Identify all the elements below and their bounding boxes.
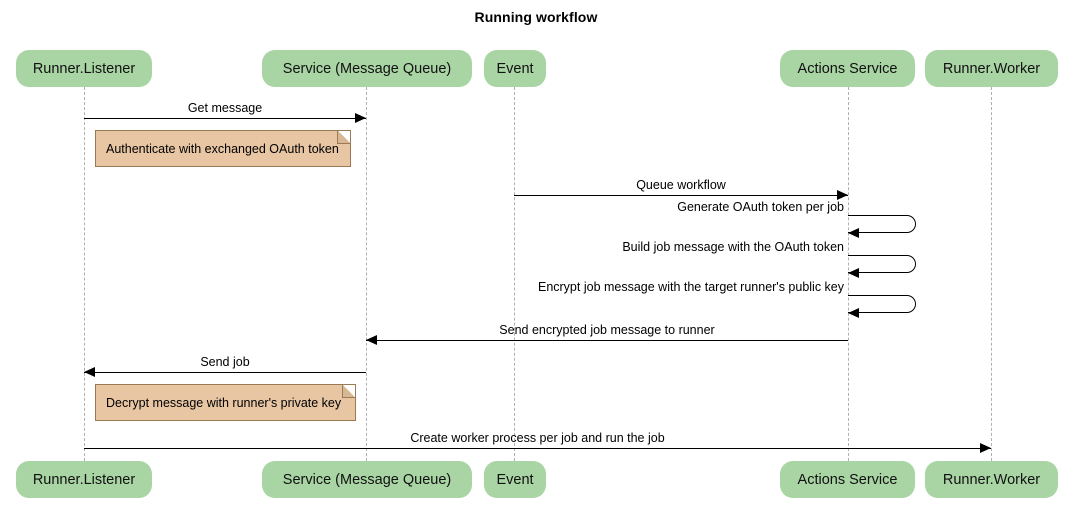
lifeline-runner-listener: [84, 87, 85, 461]
message-line-send-job: [84, 372, 366, 373]
arrowhead-build-job-message: [848, 267, 859, 278]
participant-service-mq-header[interactable]: Service (Message Queue): [262, 50, 472, 87]
participant-event-header[interactable]: Event: [484, 50, 546, 87]
note-label: Authenticate with exchanged OAuth token: [106, 141, 339, 156]
participant-label: Runner.Listener: [32, 60, 136, 77]
message-label-encrypt-job-message: Encrypt job message with the target runn…: [537, 280, 844, 294]
note-label: Decrypt message with runner's private ke…: [106, 395, 342, 410]
participant-label: Actions Service: [797, 60, 898, 77]
arrowhead-get-message: [355, 113, 366, 124]
lifeline-service-mq: [366, 87, 367, 461]
participant-label: Event: [496, 471, 534, 488]
message-line-create-worker-process: [84, 448, 991, 449]
self-loop-build-job-message: [848, 255, 916, 273]
participant-label: Runner.Worker: [942, 60, 1041, 77]
self-loop-encrypt-job-message: [848, 295, 916, 313]
message-label-generate-oauth-token: Generate OAuth token per job: [677, 200, 844, 214]
message-line-send-encrypted-job-message: [366, 340, 848, 341]
message-label-get-message: Get message: [187, 101, 263, 115]
message-label-create-worker-process: Create worker process per job and run th…: [410, 431, 665, 445]
self-loop-generate-oauth-token: [848, 215, 916, 233]
lifeline-runner-worker: [991, 87, 992, 461]
arrowhead-encrypt-job-message: [848, 307, 859, 318]
participant-label: Runner.Listener: [32, 471, 136, 488]
page-title: Running workflow: [474, 9, 598, 25]
message-label-queue-workflow: Queue workflow: [636, 178, 726, 192]
message-line-get-message: [84, 118, 366, 119]
arrowhead-send-job: [84, 367, 95, 378]
participant-runner-worker-footer[interactable]: Runner.Worker: [925, 461, 1058, 498]
message-line-queue-workflow: [514, 195, 848, 196]
participant-label: Runner.Worker: [942, 471, 1041, 488]
participant-runner-listener-header[interactable]: Runner.Listener: [16, 50, 152, 87]
arrowhead-send-encrypted-job-message: [366, 335, 377, 346]
participant-service-mq-footer[interactable]: Service (Message Queue): [262, 461, 472, 498]
participant-event-footer[interactable]: Event: [484, 461, 546, 498]
note-note-decrypt: Decrypt message with runner's private ke…: [95, 384, 356, 421]
lifeline-event: [514, 87, 515, 461]
note-fold-corner-icon: [342, 385, 355, 398]
participant-actions-service-footer[interactable]: Actions Service: [780, 461, 915, 498]
arrowhead-generate-oauth-token: [848, 227, 859, 238]
message-label-send-encrypted-job-message: Send encrypted job message to runner: [499, 323, 715, 337]
participant-actions-service-header[interactable]: Actions Service: [780, 50, 915, 87]
note-fold-corner-icon: [337, 131, 350, 144]
message-label-build-job-message: Build job message with the OAuth token: [622, 240, 844, 254]
participant-label: Event: [496, 60, 534, 77]
message-label-send-job: Send job: [200, 355, 250, 369]
participant-label: Service (Message Queue): [282, 471, 452, 488]
participant-runner-listener-footer[interactable]: Runner.Listener: [16, 461, 152, 498]
arrowhead-create-worker-process: [980, 443, 991, 454]
arrowhead-queue-workflow: [837, 190, 848, 201]
participant-label: Service (Message Queue): [282, 60, 452, 77]
participant-runner-worker-header[interactable]: Runner.Worker: [925, 50, 1058, 87]
participant-label: Actions Service: [797, 471, 898, 488]
note-note-authenticate: Authenticate with exchanged OAuth token: [95, 130, 351, 167]
